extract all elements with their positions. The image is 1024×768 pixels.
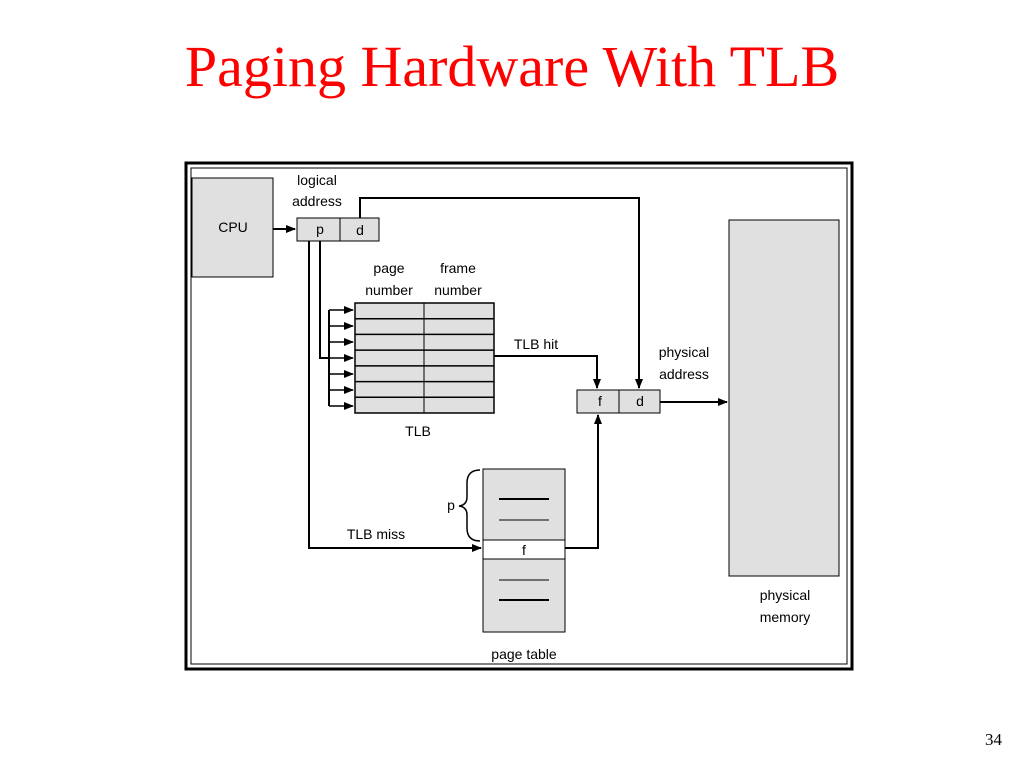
page-table-label: page table bbox=[491, 646, 557, 662]
page-table-entry-f bbox=[482, 539, 566, 560]
figure-inner-frame bbox=[190, 167, 848, 665]
tlb-miss-arrow bbox=[308, 241, 482, 552]
tlb-label: TLB bbox=[405, 423, 431, 439]
tlb-miss-label: TLB miss bbox=[347, 526, 405, 542]
page-table-f: f bbox=[522, 542, 526, 558]
logical-address-d: d bbox=[356, 222, 364, 238]
page-table-p-brace bbox=[458, 469, 481, 542]
page-number: 34 bbox=[985, 730, 1002, 749]
slide-title: Paging Hardware With TLB bbox=[184, 34, 840, 99]
physical-address-d: d bbox=[636, 393, 644, 409]
tlb-frame-number-label-line2: number bbox=[434, 282, 482, 298]
tlb-page-number-label-line2: number bbox=[365, 282, 413, 298]
physical-address-f: f bbox=[598, 393, 602, 409]
tlb-hit-label: TLB hit bbox=[514, 336, 558, 352]
offset-d-arrow bbox=[359, 197, 643, 389]
cpu-label: CPU bbox=[218, 219, 248, 235]
physical-address-label-line2: address bbox=[659, 366, 709, 382]
physical-memory-label-line2: memory bbox=[760, 609, 811, 625]
logical-address-box bbox=[296, 217, 380, 242]
physical-address-label-line1: physical bbox=[659, 344, 710, 360]
logical-address-label-line2: address bbox=[292, 193, 342, 209]
tlb-table bbox=[354, 302, 495, 414]
page-table-to-physical-arrow bbox=[565, 414, 602, 549]
p-to-tlb-line bbox=[319, 241, 329, 359]
tlb-frame-number-label-line1: frame bbox=[440, 260, 476, 276]
physical-memory-label-line1: physical bbox=[760, 587, 811, 603]
tlb-hit-arrow bbox=[494, 355, 601, 389]
logical-address-p: p bbox=[316, 221, 324, 237]
page-table-p-label: p bbox=[447, 497, 455, 513]
cpu-box bbox=[191, 177, 274, 278]
tlb-page-number-label-line1: page bbox=[373, 260, 404, 276]
logical-address-label-line1: logical bbox=[297, 172, 337, 188]
physical-memory-box bbox=[728, 219, 840, 577]
